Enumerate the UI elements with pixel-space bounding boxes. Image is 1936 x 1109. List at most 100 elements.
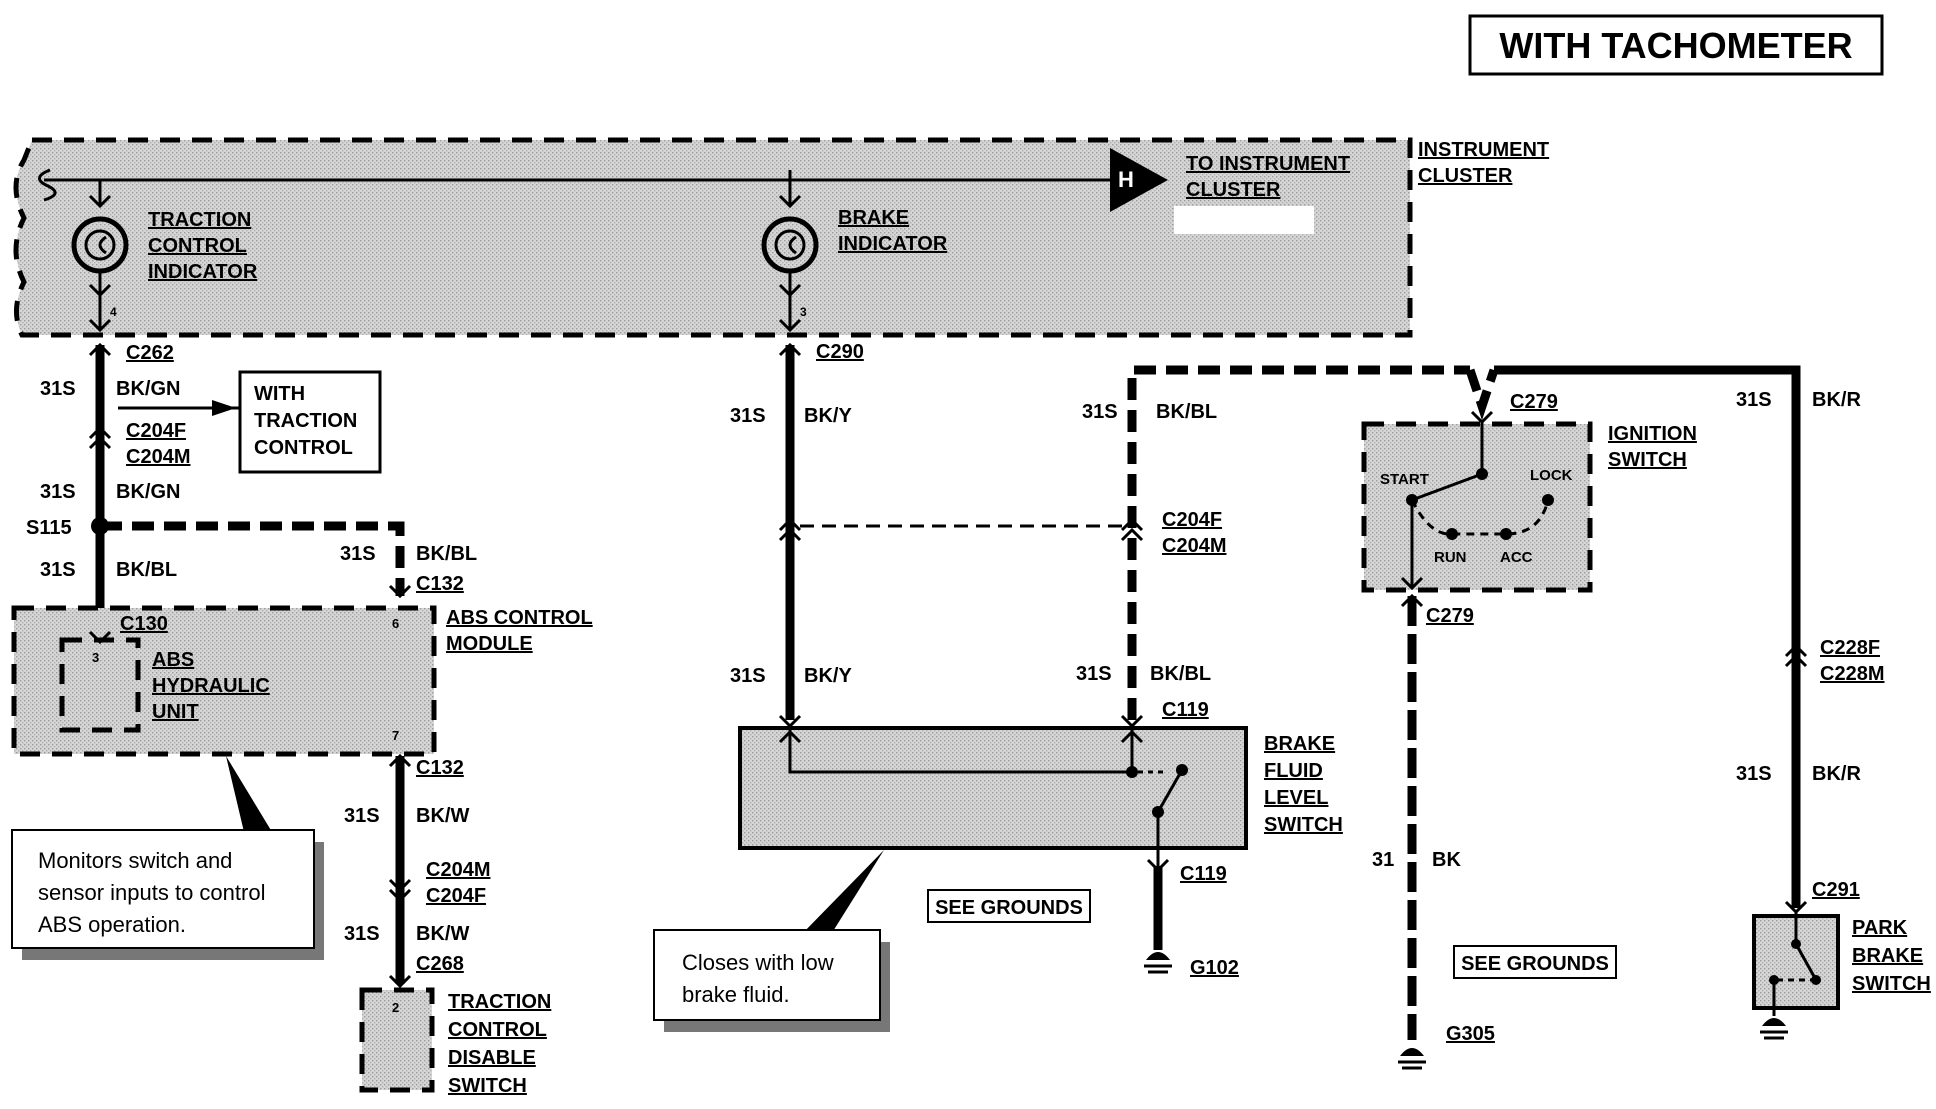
abs-unit-label: ABS — [152, 649, 194, 671]
wire-31s-bk-bl-to-module — [100, 521, 405, 596]
pin-label: 6 — [392, 616, 399, 631]
ign-pos-lock: LOCK — [1530, 467, 1573, 484]
circuit-label: 31S — [40, 481, 76, 503]
brake-indicator-label: BRAKE — [838, 207, 909, 229]
c268-label: C268 — [416, 953, 464, 975]
left-branch: C262 31S BK/GN WITH TRACTION CONTROL C20… — [11, 342, 593, 1097]
to-instrument-cluster-label-2: CLUSTER — [1186, 179, 1281, 201]
see-grounds-box-middle — [927, 889, 1091, 923]
pin-label: 3 — [92, 650, 99, 665]
wire-color-label: BK/R — [1812, 389, 1861, 411]
monitor-note-text-3: ABS operation. — [38, 912, 186, 937]
g305-label: G305 — [1446, 1023, 1495, 1045]
traction-indicator-pin: 4 — [110, 305, 117, 319]
monitor-note-text-2: sensor inputs to control — [38, 880, 265, 905]
circuit-label: 31S — [40, 378, 76, 400]
c119-bottom-label: C119 — [1180, 863, 1227, 885]
traction-control-indicator-lamp — [71, 180, 129, 333]
c204f-label: C204F — [126, 420, 186, 442]
connector-c204-left — [88, 425, 112, 450]
ignition-switch-box — [1361, 421, 1593, 593]
brake-fluid-switch-label: BRAKE — [1264, 733, 1335, 755]
brake-indicator-pin: 3 — [800, 305, 807, 319]
with-traction-control-box — [238, 370, 382, 474]
with-tc-label-2: TRACTION — [254, 410, 357, 432]
wire-color-label: BK/R — [1812, 763, 1861, 785]
connector-c228 — [1784, 643, 1808, 668]
ground-park-brake-icon — [1760, 1018, 1788, 1040]
c119-top-label: C119 — [1162, 699, 1209, 721]
fluid-note-text-2: brake fluid. — [682, 982, 790, 1007]
ign-pos-acc: ACC — [1500, 549, 1533, 566]
wire-color-label: BK/BL — [1150, 663, 1211, 685]
abs-unit-label-3: UNIT — [152, 701, 199, 723]
wire-color-label: BK/W — [416, 805, 469, 827]
see-grounds-box-right — [1453, 945, 1617, 979]
instrument-cluster: H TO INSTRUMENT CLUSTER INSTRUMENT CLUST… — [13, 137, 1549, 338]
with-tc-label: WITH — [254, 383, 305, 405]
tcd-switch-label-2: CONTROL — [448, 1019, 547, 1041]
wire-color-label: BK/GN — [116, 378, 180, 400]
wire-color-label: BK/BL — [116, 559, 177, 581]
abs-module-label-2: MODULE — [446, 633, 533, 655]
c279-bottom-label: C279 — [1426, 605, 1474, 627]
to-instrument-cluster-label: TO INSTRUMENT — [1186, 153, 1350, 175]
monitor-note-text: Monitors switch and — [38, 848, 232, 873]
connector-c204-lower — [388, 878, 412, 903]
wire-color-label: BK/Y — [804, 665, 852, 687]
c262-label: C262 — [126, 342, 174, 364]
c279-top-label: C279 — [1510, 391, 1558, 413]
c204m-label: C204M — [1162, 535, 1226, 557]
brake-indicator-lamp — [761, 170, 819, 333]
park-brake-switch-label-2: BRAKE — [1852, 945, 1923, 967]
ignition-switch-label-2: SWITCH — [1608, 449, 1687, 471]
white-blank-patch — [1174, 206, 1314, 234]
traction-indicator-label: TRACTION — [148, 209, 251, 231]
callout-pointer — [226, 756, 272, 832]
ground-g102-icon — [1144, 952, 1172, 974]
tcd-switch-label-3: DISABLE — [448, 1047, 536, 1069]
abs-module-label: ABS CONTROL — [446, 607, 593, 629]
tcd-switch-label: TRACTION — [448, 991, 551, 1013]
wire-color-label: BK/GN — [116, 481, 180, 503]
circuit-label: 31S — [344, 805, 380, 827]
ign-pos-start: START — [1380, 471, 1429, 488]
with-tc-label-3: CONTROL — [254, 437, 353, 459]
ign-pos-run: RUN — [1434, 549, 1467, 566]
c228m-label: C228M — [1820, 663, 1884, 685]
c290-label: C290 — [816, 341, 864, 363]
wire-color-label: BK/BL — [1156, 401, 1217, 423]
splice-s115-label: S115 — [26, 517, 72, 539]
wire-join-c279 — [1465, 368, 1499, 421]
wire-break-symbol — [38, 168, 57, 202]
circuit-label: 31S — [40, 559, 76, 581]
wire-31s-bk-r — [1494, 365, 1801, 908]
circuit-label: 31S — [1736, 389, 1772, 411]
ground-g305-icon — [1398, 1048, 1426, 1070]
instrument-cluster-label-2: CLUSTER — [1418, 165, 1513, 187]
wire-31s-bk-bl-top — [1127, 365, 1470, 720]
c204f-label: C204F — [1162, 509, 1222, 531]
g102-label: G102 — [1190, 957, 1239, 979]
fluid-note-text: Closes with low — [682, 950, 834, 975]
callout-pointer-2 — [800, 850, 884, 936]
c204m-label: C204M — [426, 859, 490, 881]
connector-h-letter: H — [1118, 167, 1134, 192]
traction-indicator-label-3: INDICATOR — [148, 261, 258, 283]
brake-fluid-switch-label-3: LEVEL — [1264, 787, 1328, 809]
pin-label: 7 — [392, 728, 399, 743]
see-grounds-label: SEE GROUNDS — [1461, 953, 1609, 975]
c132-bottom-label: C132 — [416, 757, 464, 779]
monitor-callout-box — [11, 829, 315, 949]
title-box: WITH TACHOMETER — [1468, 14, 1884, 76]
connector-h-arrow — [1110, 148, 1168, 212]
brake-fluid-switch-label-2: FLUID — [1264, 760, 1323, 782]
circuit-label: 31S — [1076, 663, 1112, 685]
circuit-label: 31S — [1082, 401, 1118, 423]
see-grounds-label: SEE GROUNDS — [935, 897, 1083, 919]
circuit-label: 31S — [340, 543, 376, 565]
c291-label: C291 — [1812, 879, 1860, 901]
circuit-label: 31S — [730, 665, 766, 687]
right-branch: C279 31S BK/R START LOCK RUN ACC IGNITIO… — [1361, 365, 1931, 1070]
wire-color-label: BK/Y — [804, 405, 852, 427]
